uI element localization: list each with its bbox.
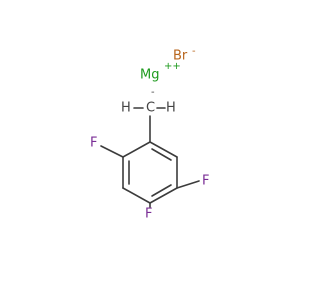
benzene-ring — [122, 141, 178, 204]
bromine-atom-label: Br — [173, 49, 188, 64]
bond-c5-f — [176, 180, 200, 189]
ring-bond-c4-c5 — [149, 187, 178, 204]
fluorine-2-label: F — [90, 136, 97, 151]
ring-bond-c3-c4 — [122, 187, 151, 204]
bromine-charge-label: - — [192, 46, 196, 57]
ring-double-bond-c4-c5 — [151, 184, 172, 197]
chemical-structure: Br - Mg ++ H C - H F F F — [90, 46, 209, 222]
ring-double-bond-c1-c6 — [151, 148, 172, 161]
ring-bond-c1-c2 — [122, 141, 151, 158]
hydrogen-left-label: H — [121, 101, 131, 116]
fluorine-4-label: F — [145, 207, 152, 222]
carbanion-charge-label: - — [151, 87, 155, 98]
bond-c2-f — [100, 145, 124, 158]
magnesium-charge-label: ++ — [164, 61, 181, 72]
carbanion-atom-label: C — [146, 101, 155, 116]
magnesium-atom-label: Mg — [140, 68, 159, 83]
fluorine-5-label: F — [202, 174, 209, 189]
ring-bond-c6-c1 — [149, 141, 178, 158]
hydrogen-right-label: H — [166, 101, 176, 116]
